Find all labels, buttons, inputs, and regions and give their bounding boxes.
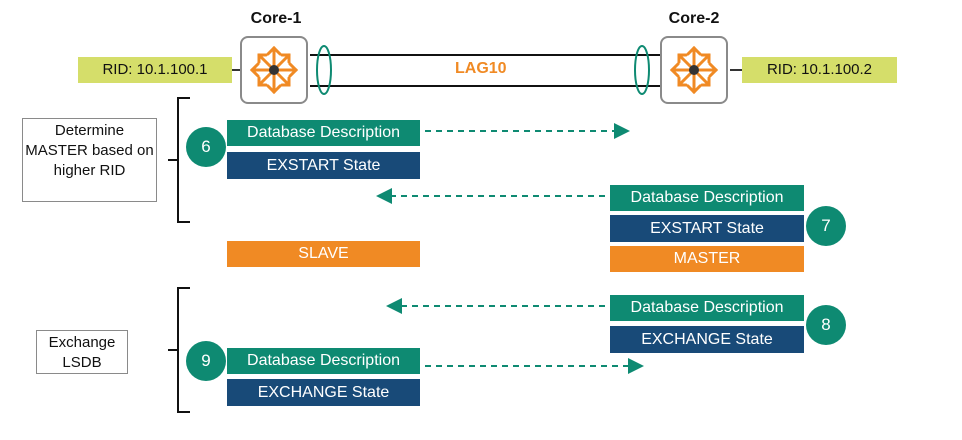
step9-badge: 9 <box>186 341 226 381</box>
step6-state: EXSTART State <box>227 152 420 179</box>
lag-icon <box>316 45 332 95</box>
note-exchange-lsdb: Exchange LSDB <box>36 330 128 374</box>
core1-role-slave: SLAVE <box>227 241 420 267</box>
step7-packet: Database Description <box>610 185 804 211</box>
core1-title: Core-1 <box>250 10 302 27</box>
lag-link <box>310 54 660 87</box>
step6-packet: Database Description <box>227 120 420 146</box>
step8-state: EXCHANGE State <box>610 326 804 353</box>
core2-title: Core-2 <box>668 10 720 27</box>
step9-state: EXCHANGE State <box>227 379 420 406</box>
note-determine-master: Determine MASTER based on higher RID <box>22 118 157 202</box>
core1-rid: RID: 10.1.100.1 <box>78 57 232 83</box>
step6-badge: 6 <box>186 127 226 167</box>
step9-packet: Database Description <box>227 348 420 374</box>
router-icon <box>669 45 719 95</box>
lag-label: LAG10 <box>455 60 507 77</box>
router-icon <box>249 45 299 95</box>
step7-state: EXSTART State <box>610 215 804 242</box>
brace-bottom <box>168 287 190 413</box>
core2-router[interactable] <box>660 36 728 104</box>
step8-packet: Database Description <box>610 295 804 321</box>
lag-icon <box>634 45 650 95</box>
core1-router[interactable] <box>240 36 308 104</box>
step8-badge: 8 <box>806 305 846 345</box>
step7-badge: 7 <box>806 206 846 246</box>
brace-top <box>168 97 190 223</box>
core2-rid: RID: 10.1.100.2 <box>742 57 897 83</box>
step7-role-master: MASTER <box>610 246 804 272</box>
